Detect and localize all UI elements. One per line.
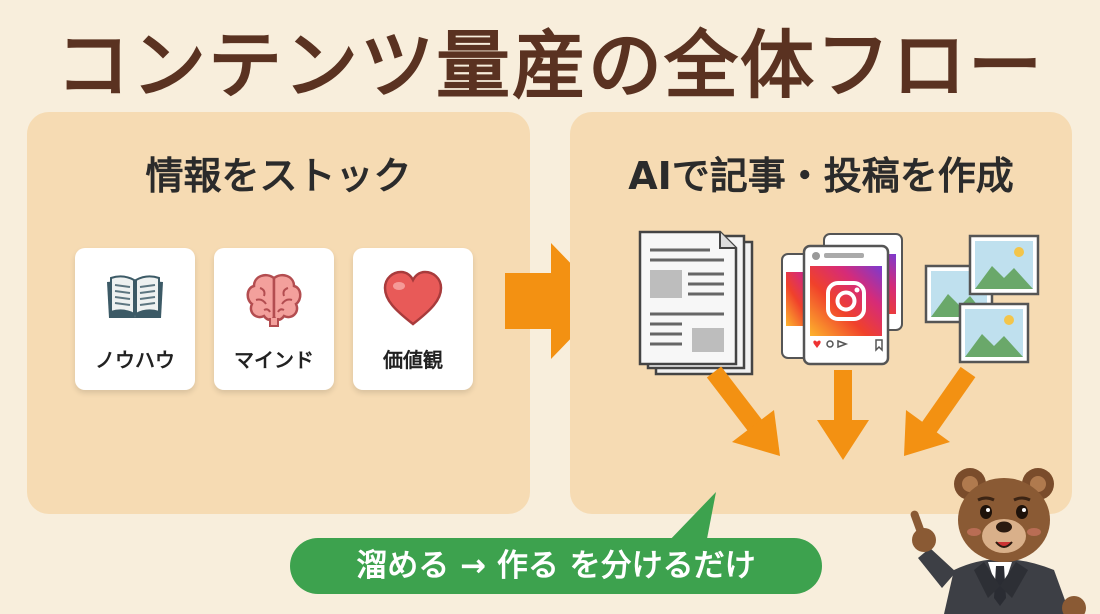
card-knowhow: ノウハウ [75, 248, 195, 390]
stock-panel: 情報をストック ノウハウ マインド [27, 112, 530, 514]
card-label: ノウハウ [95, 348, 175, 372]
bear-mascot-icon [910, 468, 1086, 614]
brain-icon [246, 274, 302, 327]
create-panel-title: AIで記事・投稿を作成 [628, 154, 1014, 198]
document-stack-icon [638, 230, 754, 376]
converge-arrows [706, 366, 976, 460]
arrow-down-center [817, 370, 869, 460]
stock-panel-title: 情報をストック [145, 154, 412, 198]
flow-arrow-right [505, 243, 607, 359]
page-title: コンテンツ量産の全体フロー [56, 23, 1044, 109]
summary-banner: 溜める → 作る を分けるだけ [290, 538, 822, 594]
card-mind: マインド [214, 248, 334, 390]
instagram-post-stack-icon [781, 233, 903, 366]
card-label: 価値観 [383, 348, 443, 372]
arrow-down-left [706, 366, 780, 456]
card-values: 価値観 [353, 248, 473, 390]
arrow-down-right [904, 366, 976, 456]
bubble-pointer [666, 492, 716, 544]
book-icon [107, 275, 163, 318]
heart-icon [383, 270, 443, 326]
image-stack-icon [924, 234, 1040, 364]
card-label: マインド [234, 348, 314, 372]
